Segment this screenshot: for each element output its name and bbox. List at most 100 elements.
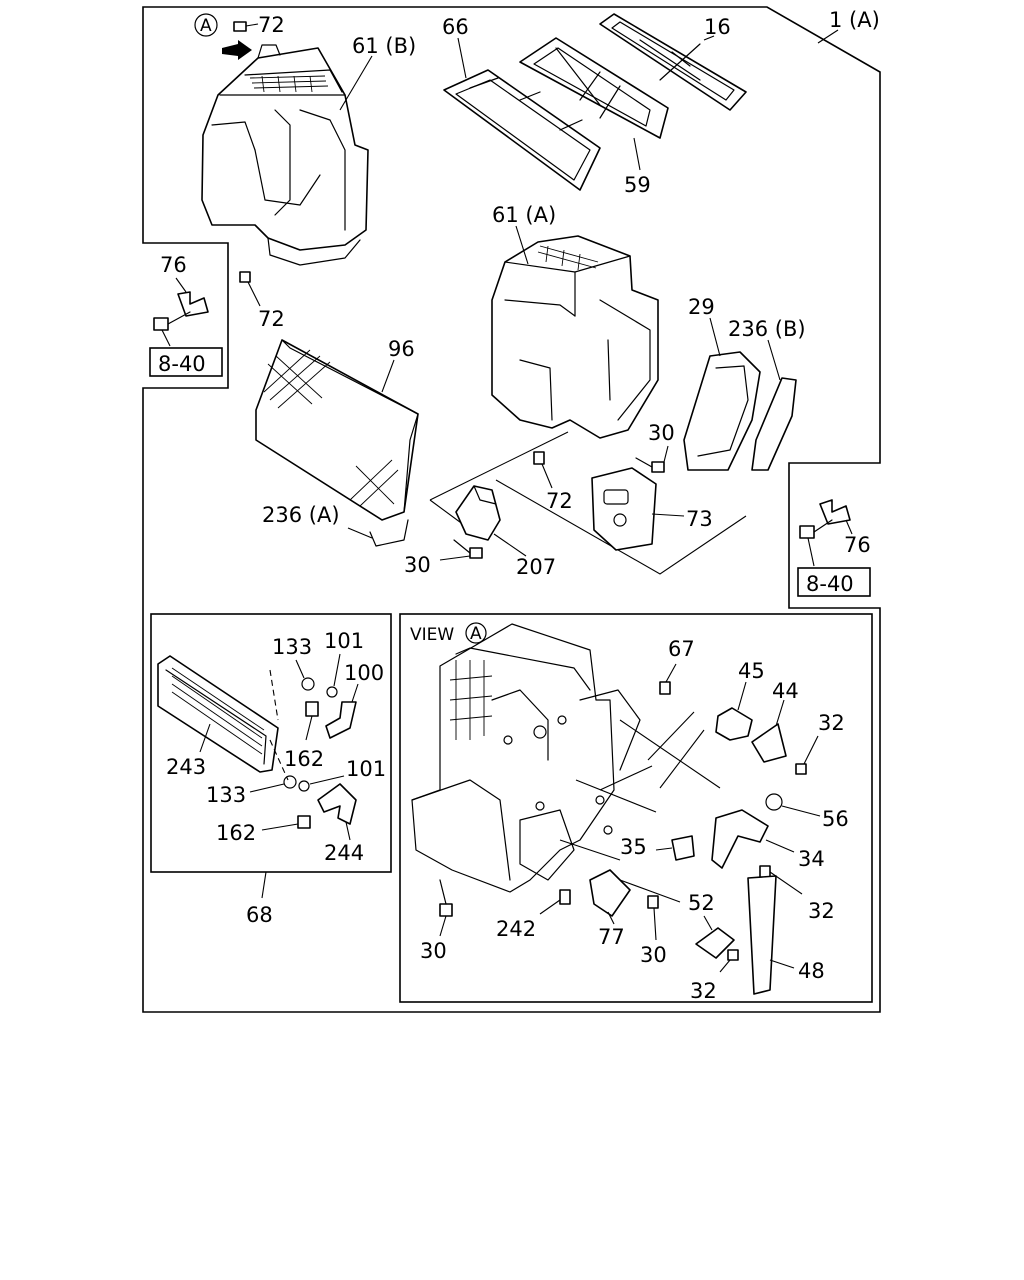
screw-32-bottom [727,949,739,961]
screw-30-view-mid [647,895,659,909]
callout-243: 243 [166,755,206,779]
callout-244: 244 [324,841,364,865]
callout-32-mid: 32 [808,899,835,923]
callout-77: 77 [598,925,625,949]
callout-61b: 61 (B) [352,34,416,58]
lever-45 [715,707,753,741]
callout-16: 16 [704,15,731,39]
screw-162-bottom [297,815,311,829]
callout-35: 35 [620,835,647,859]
oring-101-top [326,686,338,698]
callout-32-top: 32 [818,711,845,735]
callout-72-center: 72 [546,489,573,513]
callout-72-left: 72 [258,307,285,331]
callout-45: 45 [738,659,765,683]
callout-30-207: 30 [404,553,431,577]
view-a-circle [465,622,487,644]
callout-67: 67 [668,637,695,661]
clip-242 [559,889,571,905]
callout-100: 100 [344,661,384,685]
circle-a-top: A [200,16,212,36]
callout-242: 242 [496,917,536,941]
ref-840-left[interactable]: 8-40 [158,352,206,376]
lever-52 [695,927,735,959]
lever-77 [589,869,631,917]
callout-34: 34 [798,847,825,871]
callout-66: 66 [442,15,469,39]
assembly-frame [142,6,881,1013]
clip-67 [659,681,671,695]
case-view-a [411,623,641,893]
filter-door-66 [443,69,601,191]
lever-35 [671,835,695,861]
ref-box-840-left[interactable] [149,347,223,377]
bracket-76-left [177,291,209,317]
heater-core-243 [157,655,279,773]
view-circle-letter: A [470,624,482,644]
bolt-left [153,311,191,331]
callout-68: 68 [246,903,273,927]
motor-73 [591,467,657,551]
callout-52: 52 [688,891,715,915]
callout-162-bottom: 162 [216,821,256,845]
inset-68 [150,613,392,873]
link-34 [711,809,769,869]
filter-frame-16 [599,13,747,111]
callout-56: 56 [822,807,849,831]
case-61a [491,235,659,439]
seal-236b [751,377,797,471]
callout-30-view-mid: 30 [640,943,667,967]
callout-59: 59 [624,173,651,197]
bracket-76-right [819,499,851,525]
screw-32-top [795,763,807,775]
ref-840-right[interactable]: 8-40 [806,572,854,596]
evaporator-96 [255,339,419,521]
callout-73: 73 [686,507,713,531]
clip-72-center [533,451,545,465]
callout-72-top: 72 [258,13,285,37]
callout-29: 29 [688,295,715,319]
bracket-44 [751,723,787,763]
direction-arrow-icon [222,40,252,60]
door-29 [683,351,761,471]
callout-30-view-left: 30 [420,939,447,963]
screw-162-top [305,701,319,717]
callout-76-right: 76 [844,533,871,557]
oring-101-bottom [298,780,310,792]
callout-133-bottom: 133 [206,783,246,807]
frame-59 [519,37,669,139]
ref-box-840-right[interactable] [797,567,871,597]
oring-133-top [301,677,315,691]
callout-1a: 1 (A) [829,8,880,32]
screw-30-center [635,457,665,473]
inset-view-a [399,613,873,1003]
callout-61a: 61 (A) [492,203,556,227]
screw-30-view-left [439,879,453,917]
view-a-marker [194,13,218,37]
view-label: VIEW [410,625,454,645]
clip-56 [765,793,783,811]
callout-32-bottom: 32 [690,979,717,1003]
resistor-207 [455,485,501,541]
link-48 [747,875,777,995]
callout-101-bottom: 101 [346,757,386,781]
pipe-244 [317,783,357,825]
callout-207: 207 [516,555,556,579]
callout-44: 44 [772,679,799,703]
callout-162-top: 162 [284,747,324,771]
leader-1a [817,29,839,44]
case-61b [201,44,369,266]
callout-236b: 236 (B) [728,317,806,341]
callout-133-top: 133 [272,635,312,659]
callout-101-top: 101 [324,629,364,653]
callout-236a: 236 (A) [262,503,340,527]
screw-30-207 [453,539,483,559]
seal-236a [369,519,409,547]
callout-96: 96 [388,337,415,361]
callout-76-left: 76 [160,253,187,277]
callout-48: 48 [798,959,825,983]
clip-72-left [239,271,251,283]
bolt-right [799,519,833,539]
oring-133-bottom [283,775,297,789]
